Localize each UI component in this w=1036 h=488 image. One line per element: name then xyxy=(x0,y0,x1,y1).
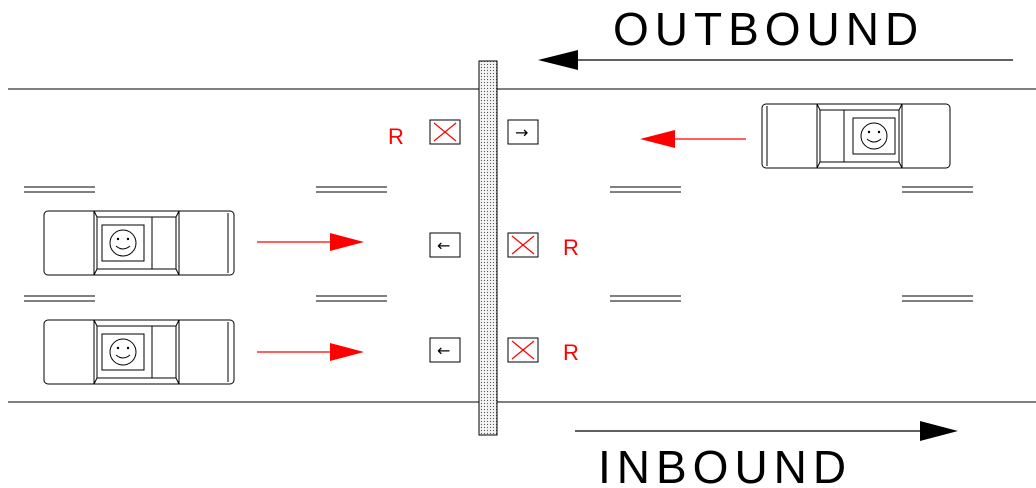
red-arrow-right-icon xyxy=(257,233,364,251)
middle-lane-signals: ← R xyxy=(429,232,579,260)
red-arrow-right-icon xyxy=(257,343,364,361)
svg-text:←: ← xyxy=(437,341,450,360)
car-top-view-icon xyxy=(43,210,235,276)
left-arrow-icon: ← xyxy=(429,232,461,258)
outbound-arrow-icon xyxy=(538,50,1013,70)
driver-window xyxy=(101,224,145,262)
left-arrow-icon: ← xyxy=(429,337,461,363)
car-top-view-icon xyxy=(43,319,235,385)
bottom-lane-r-label: R xyxy=(563,340,579,365)
lane-divider-upper xyxy=(24,186,973,193)
car-top-view-icon xyxy=(761,103,951,169)
smiley-face-icon xyxy=(860,122,888,150)
red-arrow-left-icon xyxy=(640,130,746,148)
svg-text:→: → xyxy=(515,123,528,142)
smiley-face-icon xyxy=(109,338,137,366)
bottom-lane-signals: ← R xyxy=(429,337,579,365)
driver-window xyxy=(101,333,145,371)
inbound-label: INBOUND xyxy=(598,441,852,488)
driver-window xyxy=(852,117,896,155)
toll-barrier xyxy=(478,60,498,436)
outbound-label: OUTBOUND xyxy=(613,3,924,55)
smiley-face-icon xyxy=(109,229,137,257)
middle-lane-r-label: R xyxy=(563,235,579,260)
right-arrow-icon: → xyxy=(507,119,539,145)
lane-divider-lower xyxy=(24,295,973,302)
svg-text:←: ← xyxy=(437,236,450,255)
red-x-icon xyxy=(507,337,539,363)
red-x-icon xyxy=(429,119,461,145)
top-lane-r-label: R xyxy=(388,124,404,149)
red-x-icon xyxy=(507,232,539,258)
top-lane-signals: R → xyxy=(388,119,539,149)
inbound-arrow-icon xyxy=(575,421,958,441)
